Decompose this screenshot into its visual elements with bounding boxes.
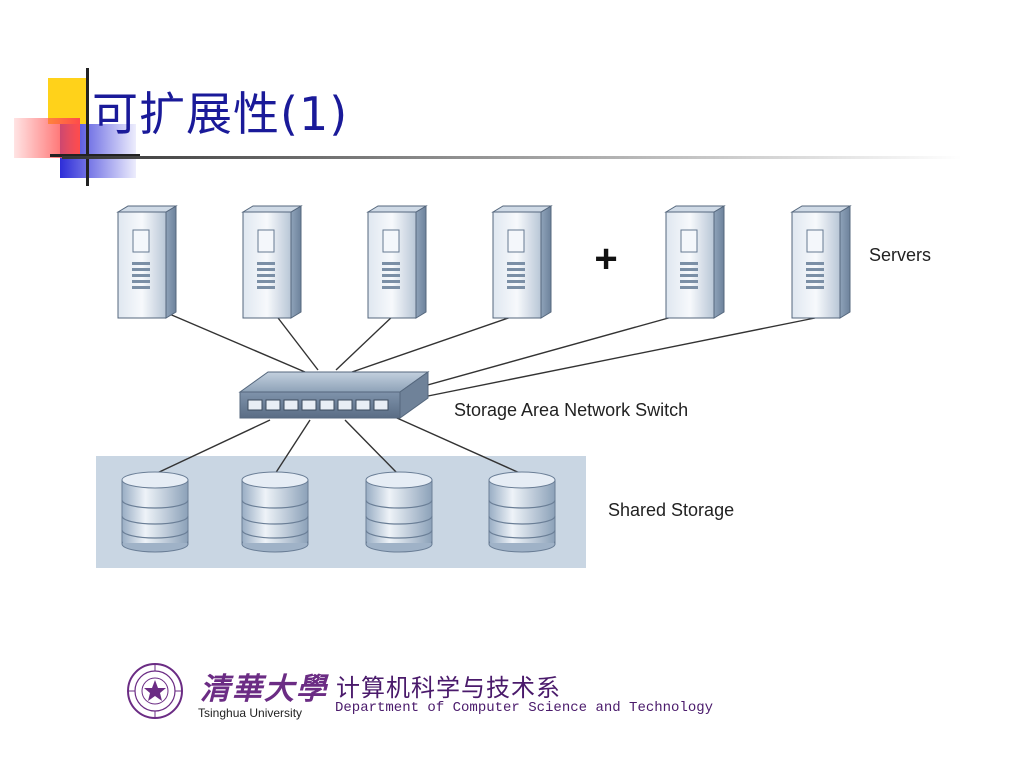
cable-storage-1 [154,419,271,475]
san-diagram: + [96,205,851,568]
storage-disk-1 [121,471,189,553]
department-name-en: Department of Computer Science and Techn… [335,700,714,716]
title-underline [62,156,962,159]
university-name-en: Tsinghua University [198,706,303,720]
cable-server-3 [335,313,396,371]
server-2 [242,205,302,319]
decor-vertical-line [86,68,89,186]
storage-label: Shared Storage [608,500,735,520]
plus-sign: + [594,237,617,281]
switch-label: Storage Area Network Switch [454,400,689,420]
san-switch [238,371,430,419]
tsinghua-seal-icon [127,663,183,719]
university-name-cn: 清華大學 [200,672,328,707]
storage-disk-4 [488,471,556,553]
storage-disk-2 [241,471,309,553]
cable-server-2 [274,313,319,371]
server-4 [492,205,552,319]
cable-server-6 [427,317,816,397]
decor-yellow-block [48,78,86,124]
slide-title: 可扩展性(1) [92,87,349,141]
department-name-cn: 计算机科学与技术系 [336,674,561,702]
cable-server-1 [159,309,306,373]
decor-horizontal-line [50,154,140,157]
server-6 [791,205,851,319]
cable-storage-4 [387,413,523,475]
servers-label: Servers [869,245,932,265]
server-1 [117,205,177,319]
storage-disk-3 [365,471,433,553]
decor-red-block [14,118,80,158]
server-3 [367,205,427,319]
cable-storage-2 [274,419,311,475]
cable-storage-3 [344,419,399,475]
cable-server-5 [423,311,691,387]
server-5 [665,205,725,319]
cable-server-4 [351,313,521,373]
